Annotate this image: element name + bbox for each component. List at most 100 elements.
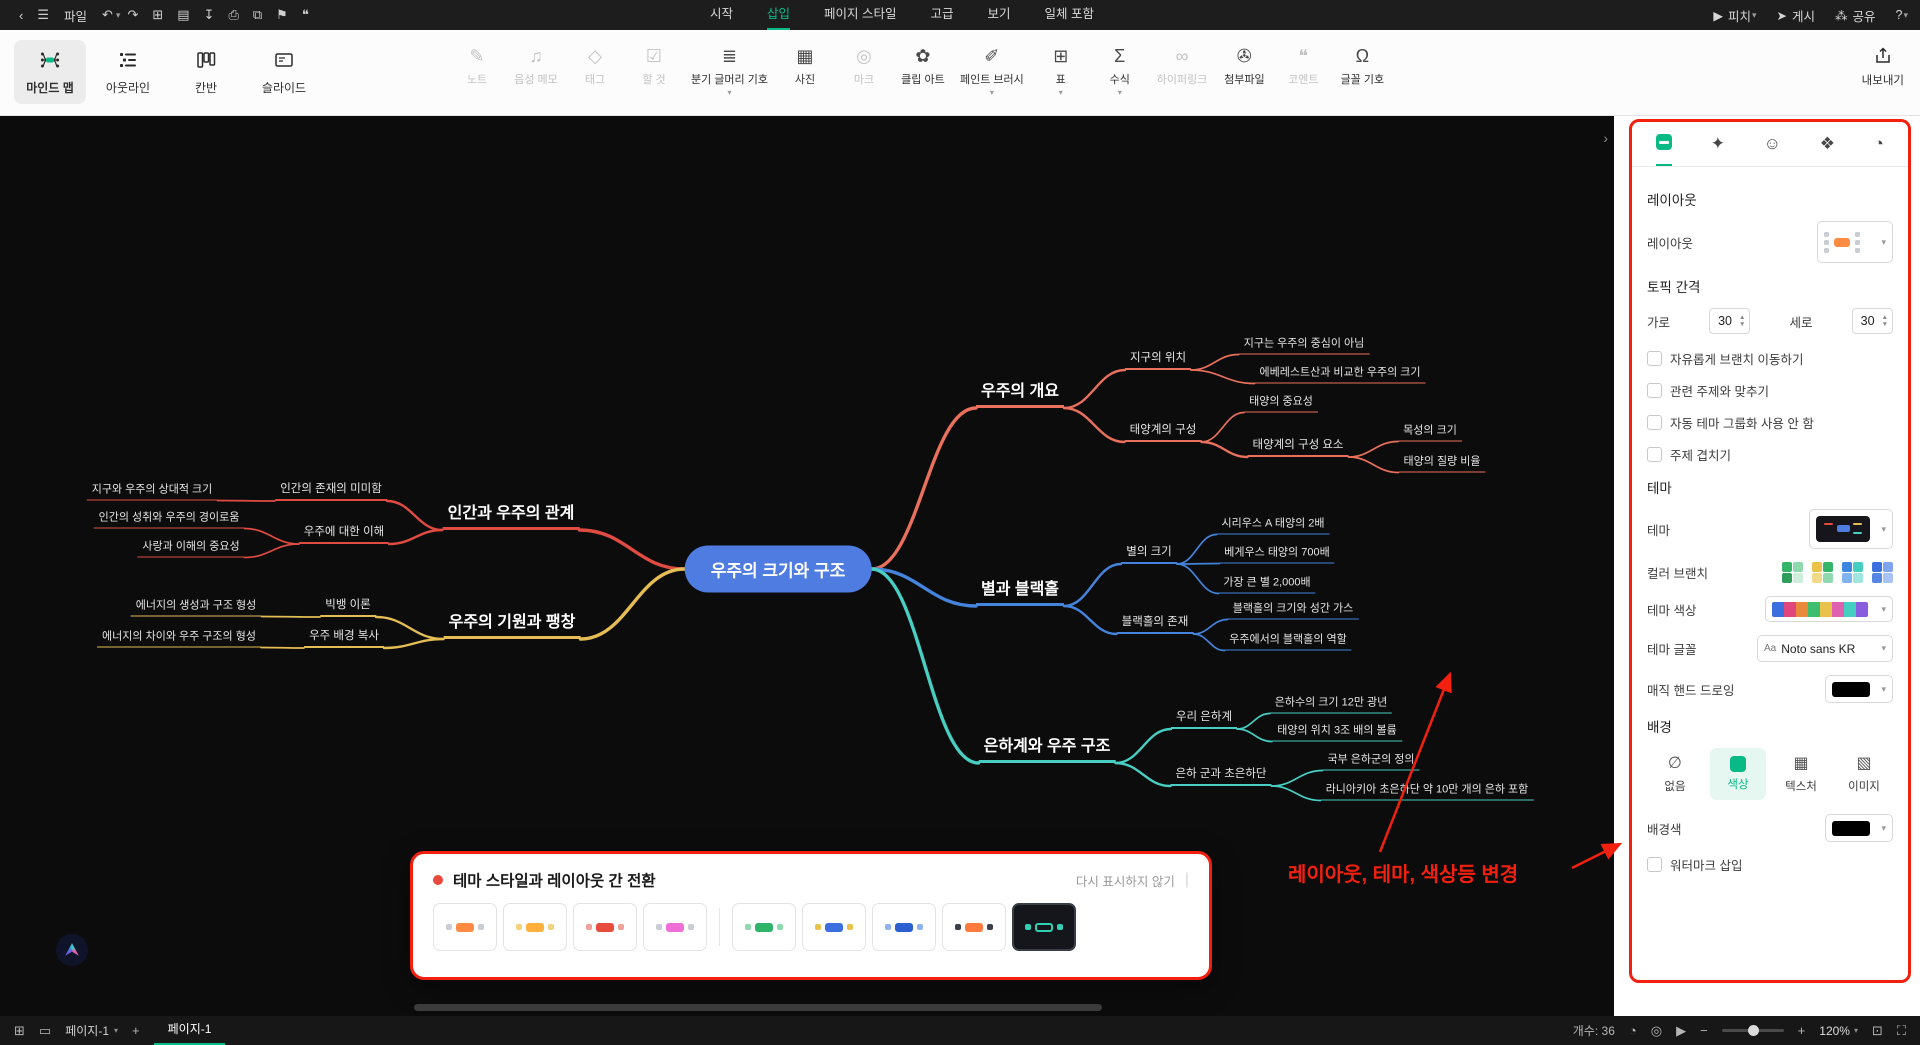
pages-view-icon[interactable]: ⊞	[14, 1022, 25, 1038]
folder-icon[interactable]: ▤	[177, 7, 190, 22]
panel-tab-style[interactable]: ✦	[1711, 134, 1725, 166]
new-doc-icon[interactable]: ⊞	[152, 7, 164, 22]
chat-icon[interactable]: ❝	[301, 7, 309, 22]
clipart-button[interactable]: ✿클립 아트	[901, 44, 945, 87]
export-button[interactable]: 내보내기	[1862, 46, 1904, 88]
theme-thumbnail[interactable]	[732, 903, 796, 951]
mode-slide-button[interactable]: 슬라이드	[248, 40, 320, 104]
theme-font-dropdown[interactable]: Aa Noto sans KR ▾	[1757, 635, 1893, 662]
layout-dropdown[interactable]: ▾	[1817, 221, 1893, 263]
checkbox[interactable]	[1647, 351, 1662, 366]
checkbox[interactable]	[1647, 447, 1662, 462]
app-logo[interactable]	[56, 934, 88, 966]
mindmap-topic[interactable]: 에너지의 생성과 구조 형성	[130, 596, 262, 617]
panel-tab-emoji[interactable]: ☺	[1764, 134, 1781, 166]
page-tab-active[interactable]: 페이지-1	[153, 1016, 226, 1045]
hyperlink-button[interactable]: ∞하이퍼링크	[1157, 44, 1208, 87]
menu-icon[interactable]: ☰	[37, 7, 49, 22]
table-button[interactable]: ⊞표▾	[1039, 44, 1083, 97]
mindmap-topic[interactable]: 우리 은하계	[1170, 707, 1238, 729]
mindmap-topic[interactable]: 태양의 위치 3조 배의 볼륨	[1272, 721, 1402, 742]
mindmap-topic[interactable]: 우주 배경 복사	[304, 626, 384, 648]
theme-thumbnail[interactable]	[942, 903, 1006, 951]
mindmap-topic[interactable]: 베게우스 태양의 700배	[1219, 543, 1335, 564]
theme-thumbnail[interactable]	[503, 903, 567, 951]
top-menu-item[interactable]: 고급	[930, 7, 954, 21]
mindmap-topic[interactable]: 에베레스트산과 비교한 우주의 크기	[1254, 363, 1426, 384]
panel-tab-history[interactable]: ◔	[1874, 134, 1884, 166]
color-branch-swatch[interactable]	[1842, 562, 1863, 583]
mindmap-topic[interactable]: 은하계와 우주 구조	[978, 731, 1116, 763]
mindmap-topic[interactable]: 태양계의 구성	[1124, 420, 1202, 442]
mindmap-topic[interactable]: 우주에 대한 이해	[298, 522, 390, 544]
zoom-slider-knob[interactable]	[1747, 1024, 1759, 1036]
mindmap-topic[interactable]: 지구는 우주의 중심이 아님	[1238, 334, 1370, 355]
zoom-in-button[interactable]: +	[1797, 1023, 1806, 1038]
theme-thumbnail[interactable]	[1012, 903, 1076, 951]
play-icon[interactable]: ▶	[1676, 1022, 1687, 1038]
checkbox[interactable]	[1647, 383, 1662, 398]
mindmap-topic[interactable]: 시리우스 A 태양의 2배	[1216, 514, 1330, 535]
zoom-level-dropdown[interactable]: 120% ▾	[1819, 1023, 1858, 1038]
mode-outline-button[interactable]: 아웃라인	[92, 40, 164, 104]
pitch-button[interactable]: ▶ 피치 ▾	[1713, 8, 1757, 24]
mindmap-topic[interactable]: 우주의 기원과 팽창	[443, 607, 581, 639]
mindmap-topic[interactable]: 우주에서의 블랙홀의 역할	[1224, 630, 1352, 651]
chevron-down-icon[interactable]: ▾	[115, 9, 121, 20]
voice-memo-button[interactable]: ♫음성 메모	[514, 44, 558, 87]
magic-draw-dropdown[interactable]: ▾	[1825, 675, 1893, 703]
mindmap-topic[interactable]: 우주의 개요	[975, 376, 1065, 408]
background-option-image[interactable]: ▧이미지	[1836, 748, 1892, 800]
h-spacing-stepper[interactable]: 30▲▼	[1709, 308, 1751, 334]
print-icon[interactable]: ⎙	[228, 7, 239, 22]
publish-button[interactable]: ➤ 게시	[1776, 8, 1816, 24]
undo-icon[interactable]: ↶	[102, 7, 113, 22]
mindmap-topic[interactable]: 블랙홀의 존재	[1116, 612, 1194, 634]
mindmap-topic[interactable]: 지구와 우주의 상대적 크기	[86, 480, 218, 501]
help-button[interactable]: ? ▾	[1896, 8, 1908, 22]
panel-tab-layout[interactable]	[1656, 134, 1672, 166]
mindmap-topic[interactable]: 라니아키아 초은하단 약 10만 개의 은하 포함	[1320, 780, 1534, 801]
bg-color-dropdown[interactable]: ▾	[1825, 814, 1893, 842]
mindmap-topic[interactable]: 블랙홀의 크기와 성간 가스	[1227, 599, 1359, 620]
comment-button[interactable]: ❝코멘트	[1281, 44, 1325, 87]
duplicate-icon[interactable]: ⧉	[252, 7, 263, 22]
checkbox[interactable]	[1647, 415, 1662, 430]
theme-thumbnail[interactable]	[802, 903, 866, 951]
redo-icon[interactable]: ↷	[127, 7, 139, 22]
back-icon[interactable]: ‹	[19, 7, 24, 23]
mindmap-topic[interactable]: 빅뱅 이론	[320, 595, 376, 617]
mark-button[interactable]: ◎마크	[842, 44, 886, 87]
theme-color-dropdown[interactable]: ▾	[1765, 596, 1893, 622]
fullscreen-icon[interactable]: ⛶	[1896, 1022, 1906, 1038]
save-icon[interactable]: ↧	[203, 7, 215, 22]
top-menu-item[interactable]: 페이지 스타일	[824, 7, 897, 21]
note-button[interactable]: ✎노트	[455, 44, 499, 87]
photo-button[interactable]: ▦사진	[783, 44, 827, 87]
mode-mindmap-button[interactable]: 마인드 맵	[14, 40, 86, 104]
mindmap-topic[interactable]: 은하 군과 초은하단	[1170, 764, 1272, 786]
mindmap-topic[interactable]: 태양의 중요성	[1244, 392, 1318, 413]
top-menu-item[interactable]: 보기	[987, 7, 1011, 21]
mindmap-topic[interactable]: 태양의 질량 비율	[1398, 452, 1486, 473]
mode-kanban-button[interactable]: 칸반	[170, 40, 242, 104]
mindmap-topic[interactable]: 가장 큰 별 2,000배	[1218, 573, 1316, 594]
dismiss-link[interactable]: 다시 표시하지 않기	[1075, 874, 1175, 889]
mindmap-topic[interactable]: 별과 블랙홀	[975, 574, 1065, 606]
color-branch-swatch[interactable]	[1782, 562, 1803, 583]
mindmap-topic[interactable]: 국부 은하군의 정의	[1322, 750, 1420, 771]
mindmap-topic[interactable]: 에너지의 차이와 우주 구조의 형성	[97, 627, 261, 648]
theme-thumbnail[interactable]	[433, 903, 497, 951]
horizontal-scrollbar[interactable]	[414, 1004, 1102, 1011]
mindmap-topic[interactable]: 인간과 우주의 관계	[442, 498, 580, 530]
mindmap-topic[interactable]: 지구의 위치	[1124, 348, 1192, 370]
branch-numbering-button[interactable]: ≣분기 글머리 기호▾	[691, 44, 768, 97]
top-menu-item[interactable]: 일체 포함	[1044, 7, 1095, 21]
paint-brush-button[interactable]: ✐페인트 브러시▾	[960, 44, 1024, 97]
zoom-out-button[interactable]: −	[1700, 1023, 1708, 1038]
mindmap-topic[interactable]: 사랑과 이해의 중요성	[137, 537, 245, 558]
todo-button[interactable]: ☑할 것	[632, 44, 676, 87]
v-spacing-stepper[interactable]: 30▲▼	[1851, 308, 1893, 334]
theme-thumbnail[interactable]	[872, 903, 936, 951]
